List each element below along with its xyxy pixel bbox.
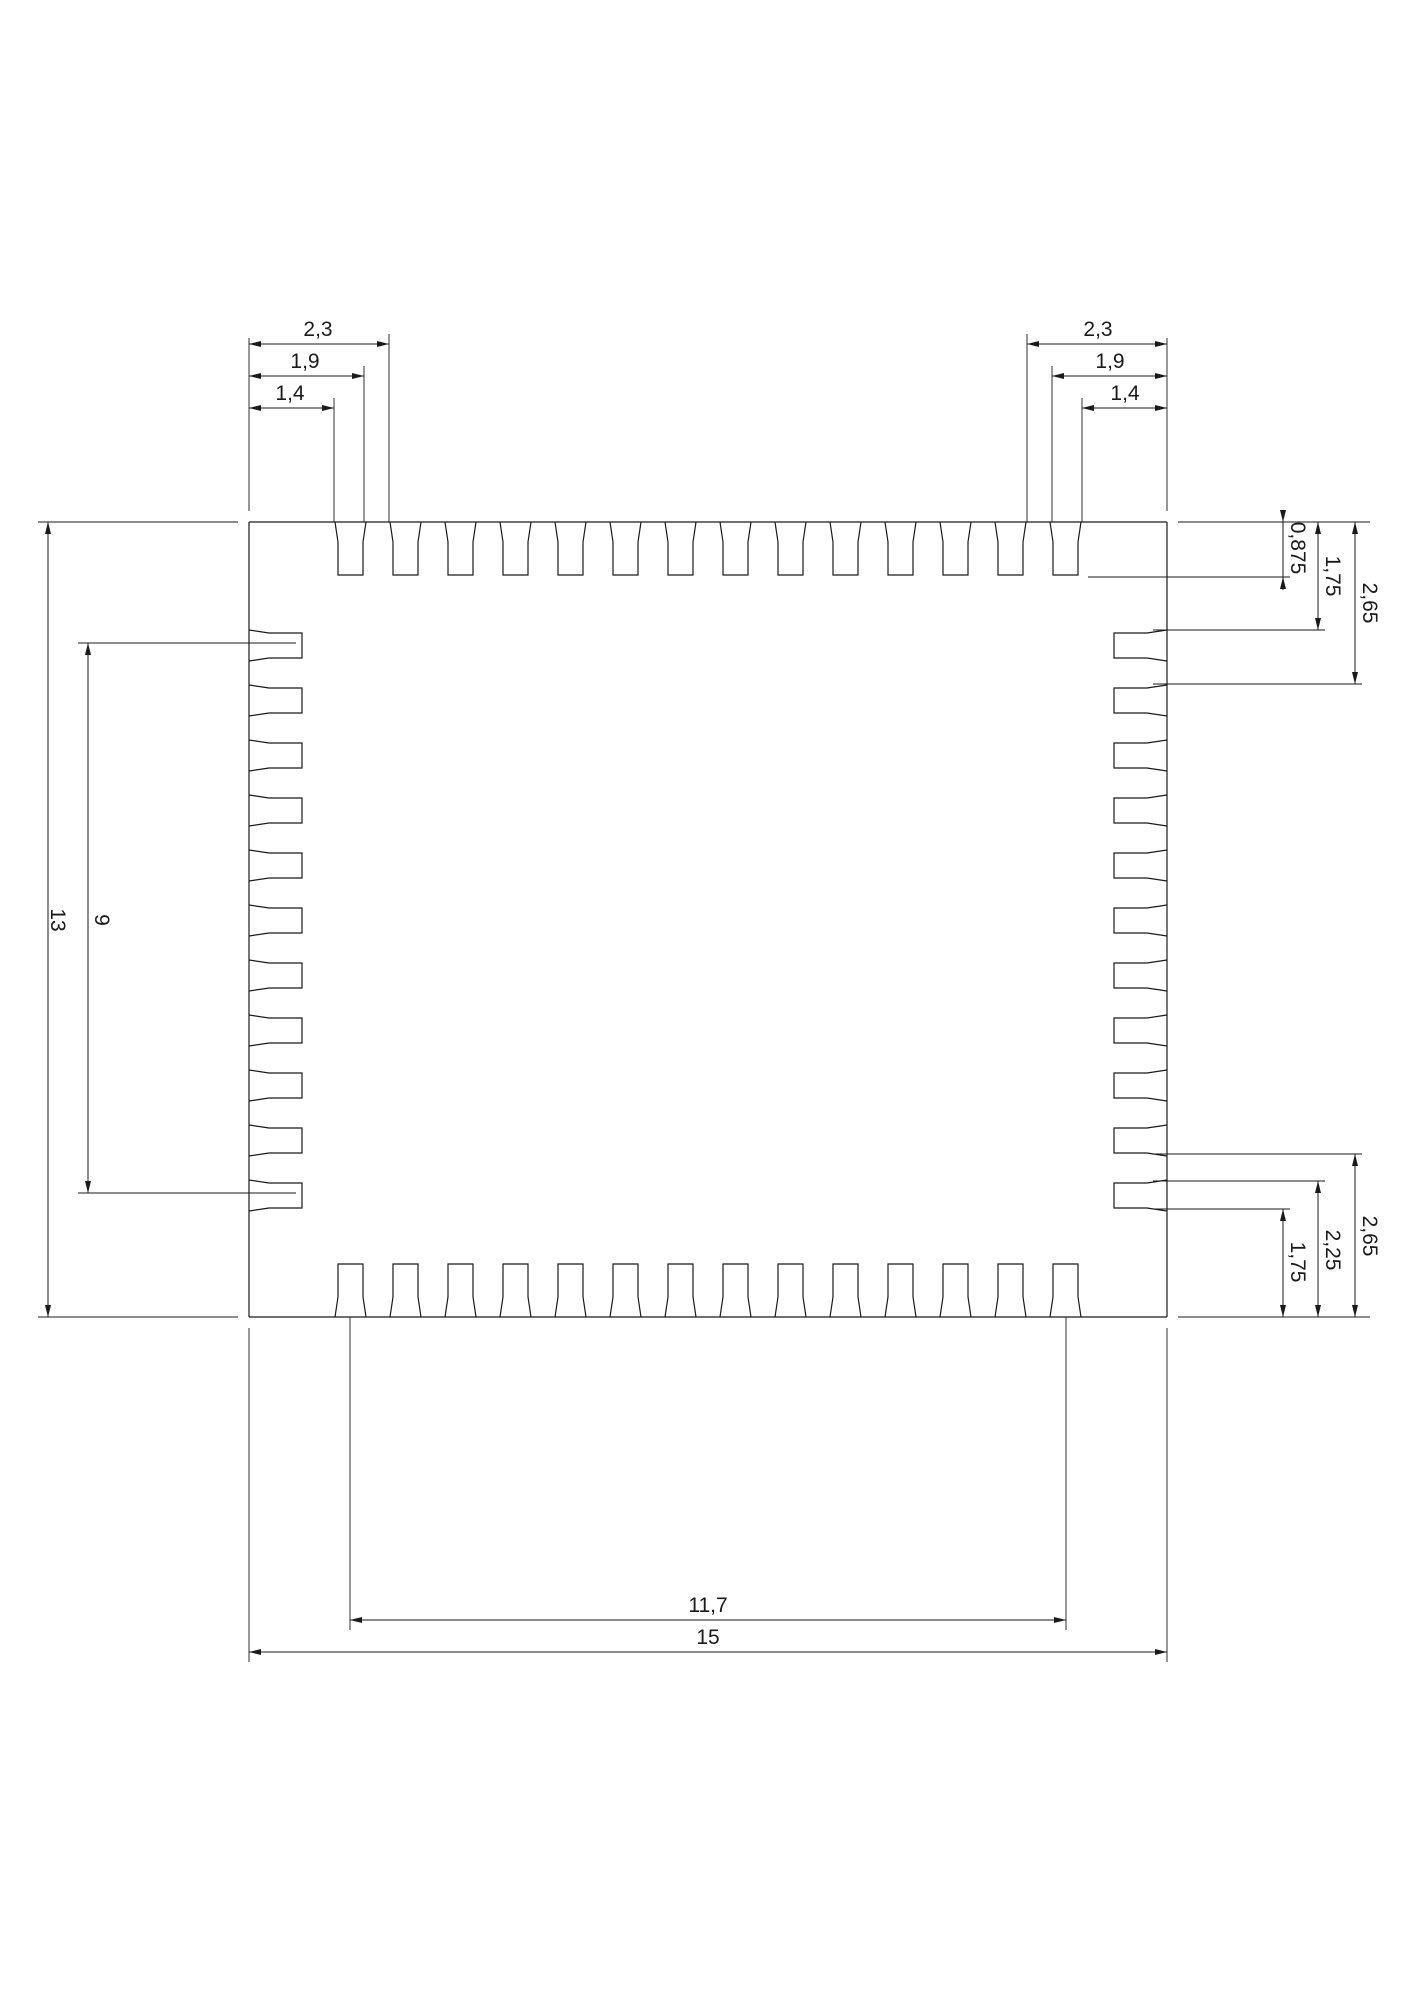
pad xyxy=(1113,1179,1168,1212)
pad xyxy=(499,1263,532,1318)
pad xyxy=(1113,684,1168,717)
dim-label-1-4-left: 1,4 xyxy=(275,382,305,405)
dim-label-13: 13 xyxy=(46,908,69,931)
pad xyxy=(1113,849,1168,882)
pad xyxy=(1113,629,1168,662)
pad xyxy=(939,521,972,576)
pad xyxy=(719,1263,752,1318)
pad xyxy=(248,1069,303,1102)
pad xyxy=(248,684,303,717)
pad xyxy=(994,1263,1027,1318)
pad xyxy=(554,1263,587,1318)
pad xyxy=(248,629,303,662)
pad xyxy=(1113,1069,1168,1102)
pad xyxy=(719,521,752,576)
pad xyxy=(884,521,917,576)
pad xyxy=(444,521,477,576)
pad xyxy=(994,521,1027,576)
pad xyxy=(248,904,303,937)
pad xyxy=(389,521,422,576)
pad-row-top xyxy=(334,521,1082,576)
pad xyxy=(248,739,303,772)
pad xyxy=(248,849,303,882)
pad xyxy=(1113,1124,1168,1157)
pad-column-left xyxy=(248,629,303,1212)
dim-label-1-75-top: 1,75 xyxy=(1321,556,1344,597)
dim-label-2-3-left: 2,3 xyxy=(303,318,332,341)
pad xyxy=(248,1014,303,1047)
pad xyxy=(248,794,303,827)
pad xyxy=(829,521,862,576)
pad xyxy=(554,521,587,576)
pad xyxy=(248,1179,303,1212)
dim-label-0-875: 0,875 xyxy=(1286,522,1309,575)
dim-label-2-25: 2,25 xyxy=(1321,1230,1344,1271)
dimension-right-bottom: 1,75 2,25 2,65 xyxy=(1153,1153,1381,1317)
dim-label-1-9-left: 1,9 xyxy=(290,350,319,373)
pad xyxy=(334,1263,367,1318)
pad xyxy=(1113,1014,1168,1047)
pad xyxy=(1049,521,1082,576)
pad xyxy=(884,1263,917,1318)
dim-label-1-9-right: 1,9 xyxy=(1095,350,1124,373)
dimension-right-top: 0,875 1,75 2,65 xyxy=(1088,510,1381,685)
pad xyxy=(1049,1263,1082,1318)
dim-label-2-65-bottom: 2,65 xyxy=(1358,1216,1381,1257)
pad-column-right xyxy=(1113,629,1168,1212)
dim-label-2-3-right: 2,3 xyxy=(1083,318,1112,341)
pad xyxy=(248,959,303,992)
pad xyxy=(1113,904,1168,937)
pad xyxy=(444,1263,477,1318)
dim-label-1-4-right: 1,4 xyxy=(1110,382,1140,405)
dimension-top-left: 2,3 1,9 1,4 xyxy=(249,318,390,522)
pad xyxy=(334,521,367,576)
dim-label-2-65-top: 2,65 xyxy=(1358,583,1381,624)
pad xyxy=(499,521,532,576)
pad-row-bottom xyxy=(334,1263,1082,1318)
pad xyxy=(609,1263,642,1318)
dimension-left: 13 9 xyxy=(45,522,296,1317)
pad xyxy=(829,1263,862,1318)
pad xyxy=(1113,794,1168,827)
dimension-bottom: 11,7 15 xyxy=(249,1317,1167,1655)
pad xyxy=(248,1124,303,1157)
dim-label-15: 15 xyxy=(696,1626,719,1649)
dim-label-1-75-bottom: 1,75 xyxy=(1286,1242,1309,1283)
pad xyxy=(664,521,697,576)
pad xyxy=(609,521,642,576)
pad xyxy=(939,1263,972,1318)
dim-label-9: 9 xyxy=(90,914,113,926)
pad xyxy=(389,1263,422,1318)
pad xyxy=(1113,739,1168,772)
dim-label-11-7: 11,7 xyxy=(688,1594,727,1617)
body-outline xyxy=(38,338,1370,1662)
pad xyxy=(664,1263,697,1318)
pad xyxy=(774,521,807,576)
pad xyxy=(1113,959,1168,992)
dimension-top-right: 2,3 1,9 1,4 xyxy=(1026,318,1167,522)
pad xyxy=(774,1263,807,1318)
